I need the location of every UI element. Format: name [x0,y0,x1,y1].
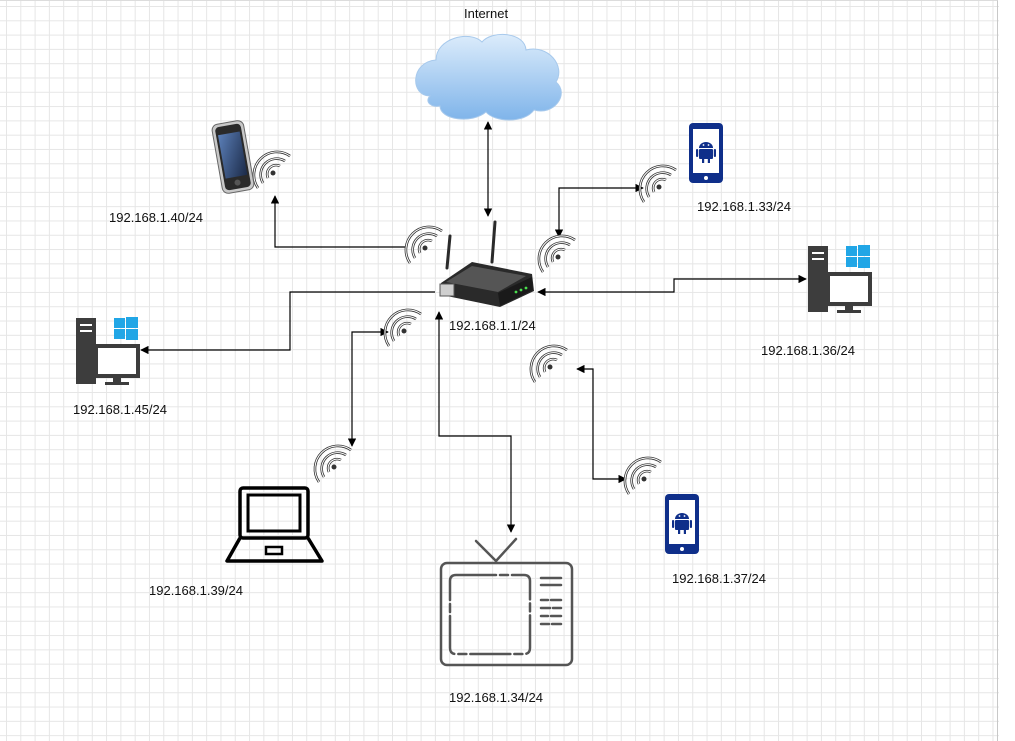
link-router-tv [434,311,516,533]
canvas-side-strip [999,0,1015,741]
internet-label: Internet [464,6,509,21]
windows-pc-icon [76,317,140,385]
wifi-icon [313,444,353,484]
android-phone-icon [689,123,723,183]
android-bottom-ip-label: 192.168.1.37/24 [672,571,766,586]
wifi-icon [252,150,292,190]
android-top-ip-label: 192.168.1.33/24 [697,199,791,214]
wifi-icon [623,456,663,496]
wifi-icon [404,225,444,265]
link-wifi-android-bottom [576,364,627,484]
laptop-ip-label: 192.168.1.39/24 [149,583,243,598]
link-wifi-laptop [347,327,389,447]
wifi-icon [638,164,678,204]
windows-pc-icon [808,245,872,313]
laptop-icon [225,486,324,563]
link-router-pc-right [537,274,807,297]
wifi-icon [537,234,577,274]
pc-right-ip-label: 192.168.1.36/24 [761,343,855,358]
wifi-icon [529,344,569,384]
wifi-icon [383,308,423,348]
tv-icon [439,537,574,667]
link-router-iphone [270,195,405,248]
link-wifi-android-top [554,183,644,238]
pc-left-ip-label: 192.168.1.45/24 [73,402,167,417]
iphone-icon [211,120,255,194]
connectors [140,121,807,533]
tv-ip-label: 192.168.1.34/24 [449,690,543,705]
android-phone-icon [665,494,699,554]
router-icon [439,220,534,307]
router-ip-label: 192.168.1.1/24 [449,318,536,333]
iphone-ip-label: 192.168.1.40/24 [109,210,203,225]
internet-cloud-icon [415,33,562,121]
link-router-pc-left [140,291,435,355]
